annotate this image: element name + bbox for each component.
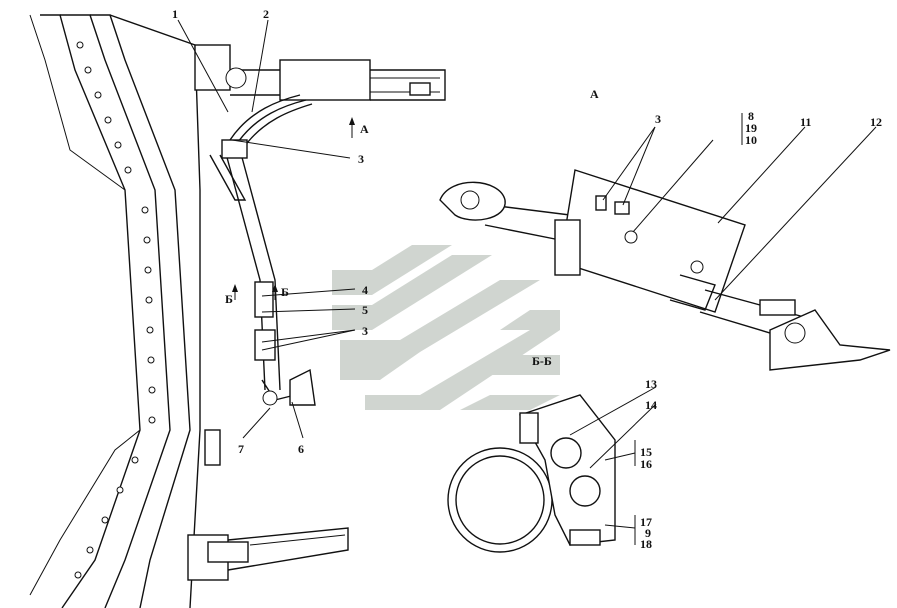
section-b-b-drawing xyxy=(447,386,657,553)
label-4: 4 xyxy=(362,283,368,297)
label-7: 7 xyxy=(238,442,244,456)
label-5: 5 xyxy=(362,303,368,317)
hose-assembly xyxy=(209,94,316,406)
label-11: 11 xyxy=(800,115,811,129)
label-15: 15 xyxy=(640,445,652,459)
section-title: Б-Б xyxy=(532,354,552,368)
label-17: 17 xyxy=(640,515,652,529)
label-1: 1 xyxy=(172,7,178,21)
label-3-view-a: 3 xyxy=(655,112,661,126)
label-2: 2 xyxy=(263,7,269,21)
watermark-logo xyxy=(332,245,560,410)
label-8: 8 xyxy=(748,109,754,123)
label-19: 19 xyxy=(745,121,757,135)
label-9: 9 xyxy=(645,526,651,540)
view-a-drawing xyxy=(439,113,891,371)
label-6: 6 xyxy=(298,442,304,456)
section-b-arrow-right: Б xyxy=(281,285,289,299)
view-arrows xyxy=(232,117,355,292)
label-3-top: 3 xyxy=(358,152,364,166)
view-a-arrow-label: A xyxy=(360,122,369,136)
label-13: 13 xyxy=(645,377,657,391)
bottom-arm xyxy=(207,527,349,571)
label-10: 10 xyxy=(745,133,757,147)
blade-frame xyxy=(29,14,231,608)
top-arm-cylinder xyxy=(225,59,446,101)
part-labels: 1 2 3 4 5 3 6 7 A A Б Б 3 8 19 10 11 12 … xyxy=(172,7,882,551)
label-12: 12 xyxy=(870,115,882,129)
label-16: 16 xyxy=(640,457,652,471)
label-3-mid: 3 xyxy=(362,324,368,338)
label-14: 14 xyxy=(645,398,657,412)
label-18: 18 xyxy=(640,537,652,551)
section-b-arrow-left: Б xyxy=(225,292,233,306)
blade-bolt-holes xyxy=(74,41,156,579)
view-a-title: A xyxy=(590,87,599,101)
